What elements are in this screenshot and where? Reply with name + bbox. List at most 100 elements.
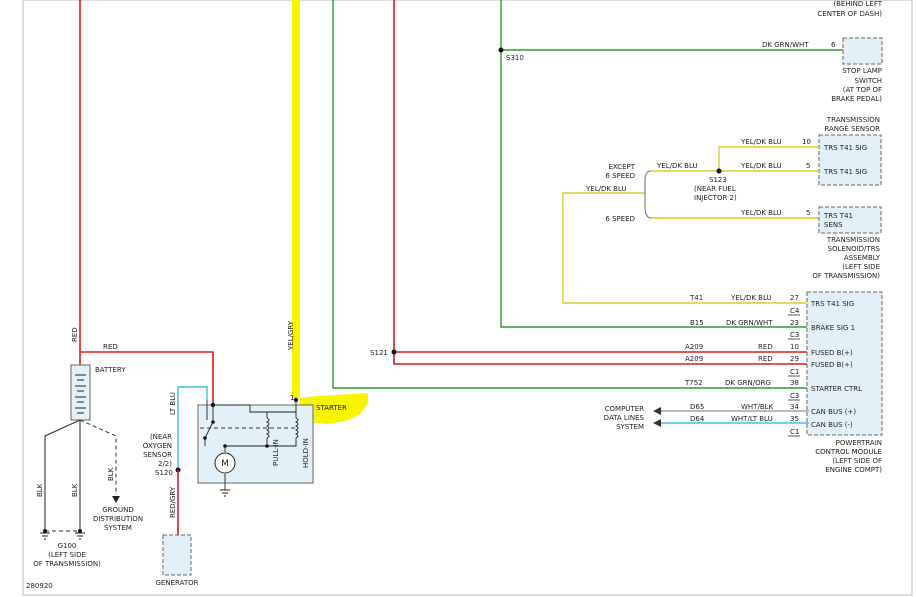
label-pin-six: 5 — [806, 209, 810, 217]
label-g100-1: G100 — [58, 542, 77, 550]
wire-trs-upper — [718, 146, 819, 171]
label-red-gry: RED/GRY — [169, 486, 177, 518]
wire-blk-dashed — [79, 419, 117, 495]
pcm-label-5: CAN BUS (+) — [811, 408, 856, 416]
label-starter: STARTER — [316, 404, 347, 412]
pcm-wire-6: WHT/LT BLU — [731, 415, 773, 423]
label-red-batt: RED — [103, 343, 118, 351]
pcm-wire-5: WHT/BLK — [741, 403, 774, 411]
label-wire-six: YEL/DK BLU — [740, 209, 782, 217]
label-s120: S120 — [155, 469, 173, 477]
pcm-conn-3: C1 — [790, 368, 799, 376]
label-s123-1: S123 — [709, 176, 727, 184]
label-solenoid-4: (LEFT SIDE — [842, 263, 880, 271]
starter-box — [197, 404, 314, 484]
pcm-circuit-6: D64 — [690, 415, 705, 423]
label-except-6-1: EXCEPT — [608, 163, 635, 171]
label-stop-switch-3: (AT TOP OF — [843, 86, 882, 94]
label-stop-switch-1: STOP LAMP — [842, 67, 882, 75]
starter-internals — [204, 400, 297, 490]
starter-node-4 — [223, 444, 227, 448]
label-generator: GENERATOR — [156, 579, 199, 587]
pcm-wire-4: DK GRN/ORG — [725, 379, 771, 387]
label-oxygen-1: (NEAR — [150, 433, 172, 441]
pcm-conn-6: C1 — [790, 428, 799, 436]
label-behind-left: (BEHIND LEFT — [833, 0, 882, 8]
pcm-label-0: TRS T41 SIG — [810, 300, 854, 308]
pcm-wire-1: DK GRN/WHT — [726, 319, 773, 327]
starter-ground-icon — [220, 489, 230, 497]
label-starter-pin: 1 — [290, 394, 294, 402]
pcm-circuit-5: D65 — [690, 403, 704, 411]
arrow-ground-dist — [112, 496, 120, 503]
starter-node-6 — [211, 420, 215, 424]
starter-node-2 — [293, 397, 299, 403]
ground-dot-right — [78, 529, 82, 533]
motor-icon — [214, 452, 236, 474]
label-trs-sens-2: SENS — [824, 221, 843, 229]
pcm-wire-0: YEL/DK BLU — [730, 294, 772, 302]
label-except-6-2: 6 SPEED — [605, 172, 635, 180]
pcm-label-4: STARTER CTRL — [811, 385, 862, 393]
pcm-pin-2: 10 — [790, 343, 799, 351]
label-s123-2: (NEAR FUEL — [694, 185, 736, 193]
label-oxygen-4: 2/2) — [158, 460, 172, 468]
pcm-pin-4: 38 — [790, 379, 799, 387]
label-motor: M — [221, 459, 229, 469]
pcm-wire-3: RED — [758, 355, 773, 363]
label-battery: BATTERY — [95, 366, 126, 374]
page-frame — [22, 0, 913, 596]
label-oxygen-2: OXYGEN — [143, 442, 172, 450]
label-lt-blu: LT BLU — [169, 392, 177, 415]
label-pcm-title-2: CONTROL MODULE — [815, 448, 882, 456]
label-s310: S310 — [506, 54, 524, 62]
ground-icon-left — [40, 532, 50, 540]
wire-starter-ctrl — [332, 0, 809, 389]
pcm-label-6: CAN BUS (-) — [811, 421, 853, 429]
label-hold-in: HOLD-IN — [302, 438, 310, 468]
label-computer-data-3: SYSTEM — [616, 423, 644, 431]
label-stop-switch-4: BRAKE PEDAL) — [831, 95, 882, 103]
pcm-connector-ticks — [788, 314, 800, 437]
stop-lamp-switch — [842, 37, 883, 65]
label-stop-pin: 6 — [831, 41, 836, 49]
label-ground-dist-1: GROUND — [102, 506, 134, 514]
trs-solenoid-box — [818, 206, 882, 234]
pcm-wire-2: RED — [758, 343, 773, 351]
pcm-pin-1: 23 — [790, 319, 799, 327]
label-trs-title-1: TRANSMISSION — [826, 116, 880, 124]
pcm-label-1: BRAKE SIG 1 — [811, 324, 855, 332]
label-g100-2: (LEFT SIDE — [48, 551, 86, 559]
label-ground-dist-3: SYSTEM — [104, 524, 132, 532]
label-red-vertical: RED — [71, 327, 79, 342]
label-trs-sig-1: TRS T41 SIG — [823, 144, 867, 152]
generator-box — [162, 534, 192, 576]
pull-in-coil-icon — [265, 417, 270, 439]
label-solenoid-2: SOLENOID/TRS — [828, 245, 881, 253]
pcm-pin-rows: T41 YEL/DK BLU 27 TRS T41 SIG C4 B15 DK … — [684, 294, 862, 436]
option-bracket — [644, 170, 652, 219]
wire-red-pcm-trunk — [393, 0, 809, 365]
label-stop-switch-2: SWITCH — [855, 77, 882, 85]
label-solenoid-5: OF TRANSMISSION) — [812, 272, 880, 280]
label-computer-data-2: DATA LINES — [604, 414, 645, 422]
label-trs-pin-a: 10 — [802, 138, 811, 146]
label-g100-3: OF TRANSMISSION) — [33, 560, 101, 568]
label-fig-id: 280920 — [26, 582, 53, 590]
label-stop-wire: DK GRN/WHT — [762, 41, 809, 49]
label-trs-wire-a: YEL/DK BLU — [740, 138, 782, 146]
wire-red-battery-starter — [80, 351, 214, 405]
hold-in-coil-icon — [294, 417, 299, 439]
pcm-label-2: FUSED B(+) — [811, 349, 853, 357]
label-solenoid-3: ASSEMBLY — [844, 254, 881, 262]
label-pcm-title-4: ENGINE COMPT) — [825, 466, 882, 474]
pcm-box — [806, 291, 883, 436]
pcm-circuit-2: A209 — [685, 343, 703, 351]
pcm-circuit-4: T752 — [684, 379, 703, 387]
ground-dot-left — [43, 529, 47, 533]
splice-s310 — [498, 47, 504, 53]
pcm-circuit-0: T41 — [689, 294, 703, 302]
splice-s121 — [391, 349, 397, 355]
starter-node-5 — [265, 444, 269, 448]
